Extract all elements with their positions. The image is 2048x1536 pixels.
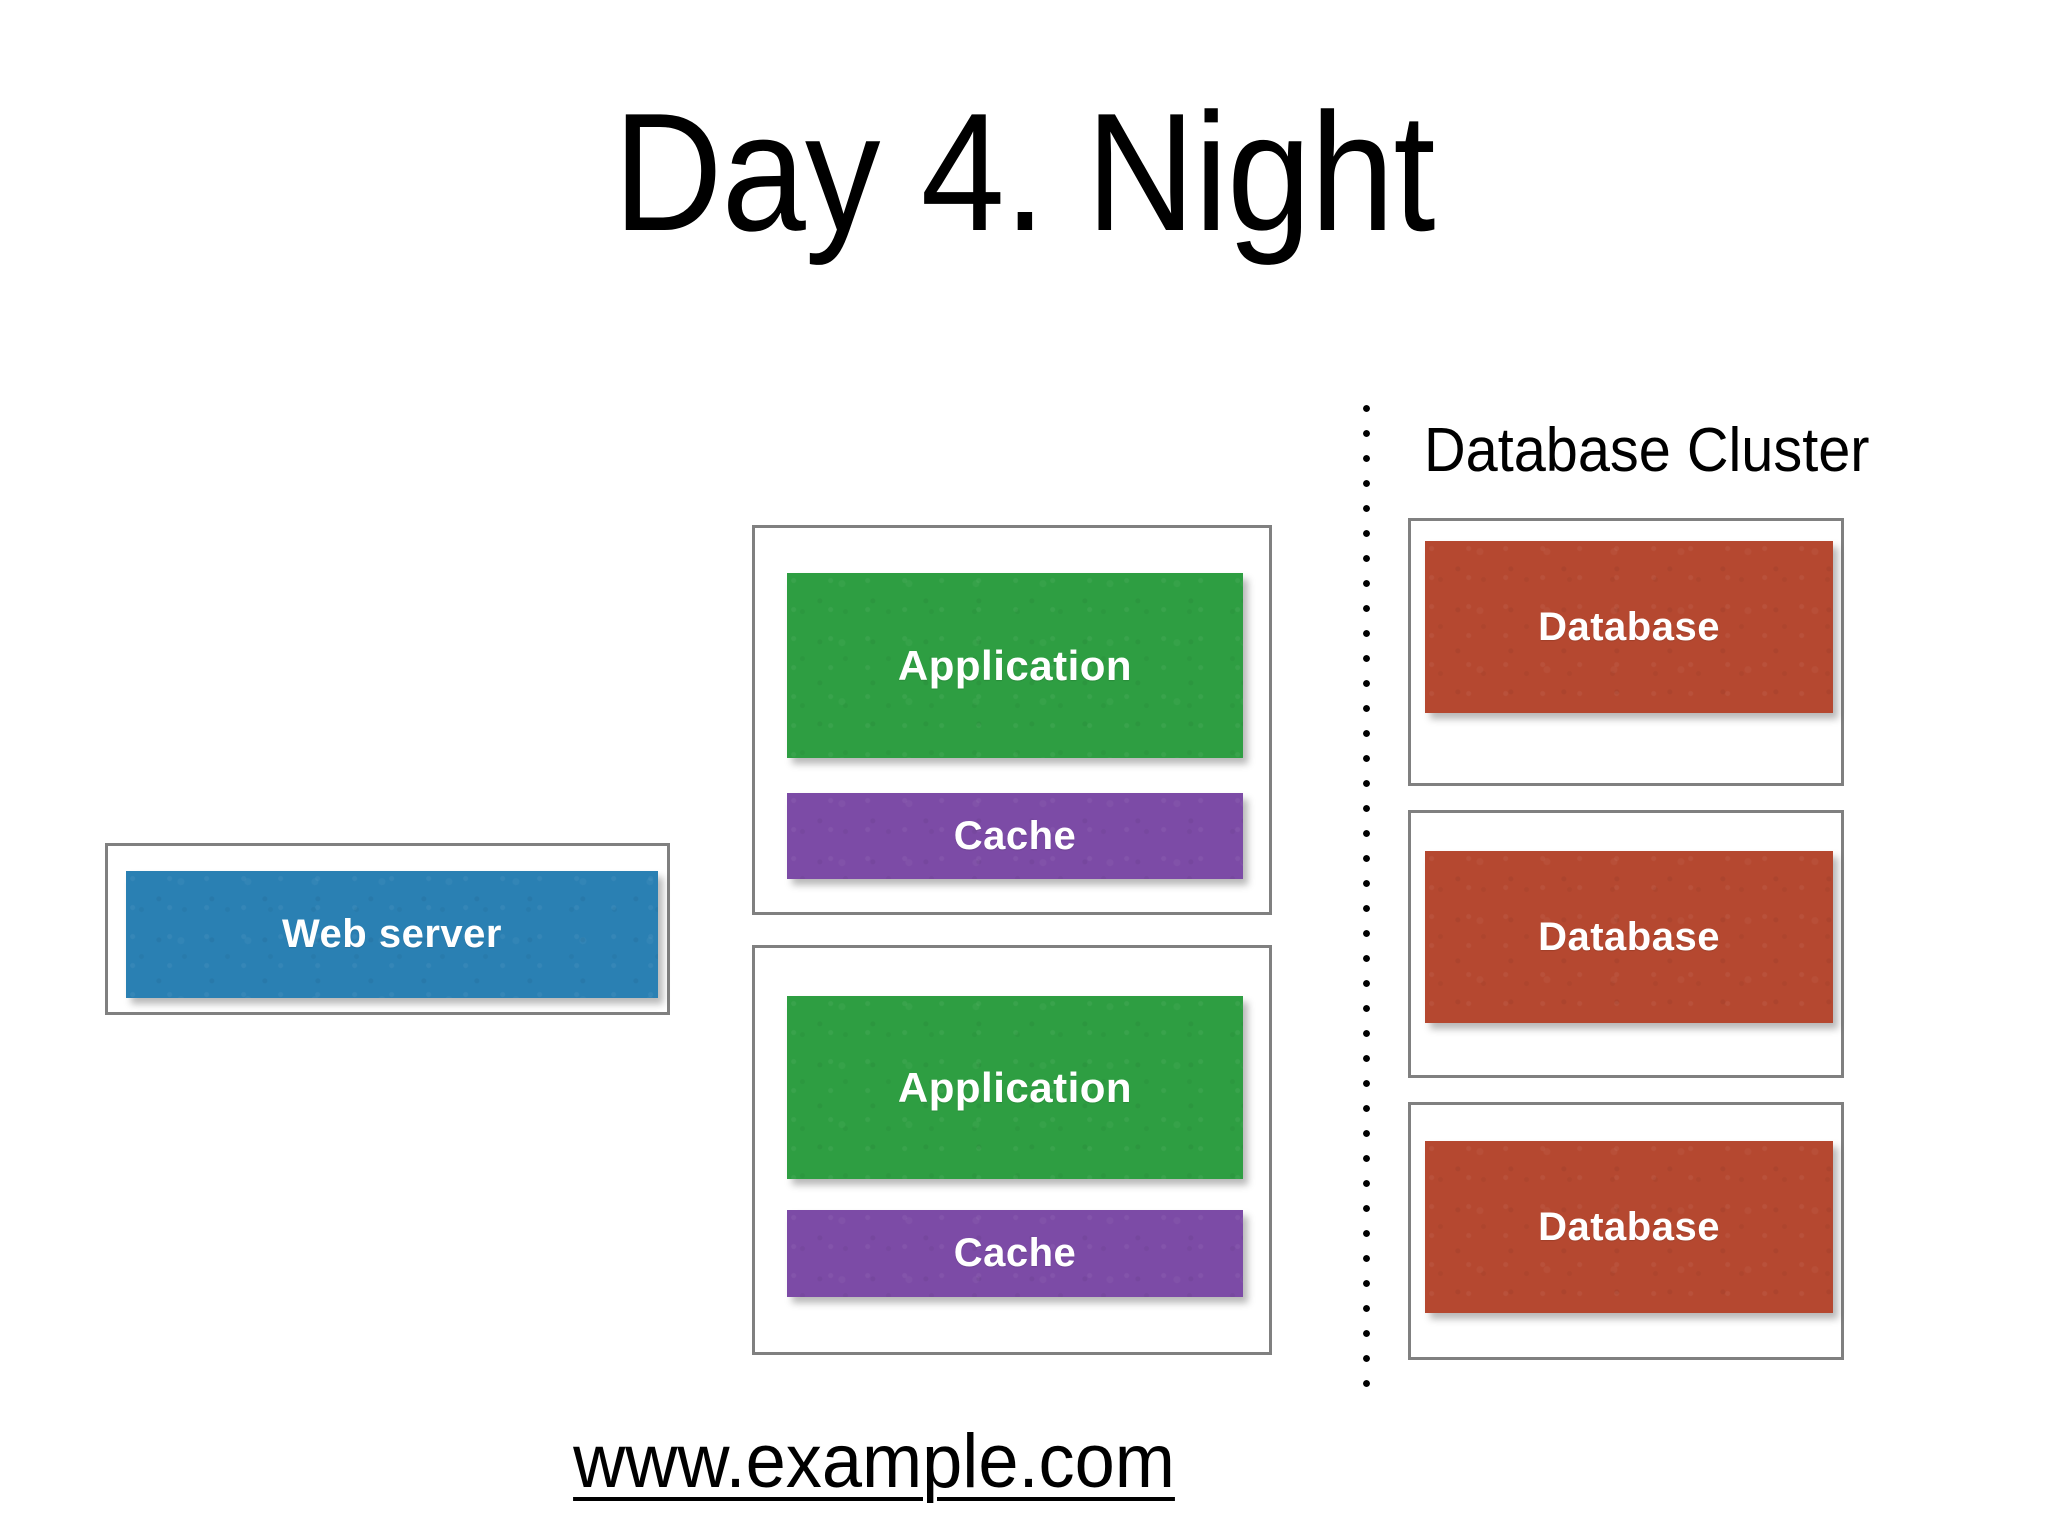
cache-block-2[interactable]: Cache — [787, 1210, 1243, 1297]
cluster-divider — [1362, 396, 1371, 1396]
cache-label-1: Cache — [953, 813, 1077, 858]
database-node-container-2: Database — [1408, 810, 1844, 1078]
database-label-3: Database — [1538, 1204, 1720, 1249]
application-block-1[interactable]: Application — [787, 573, 1243, 758]
web-server-label: Web server — [282, 912, 502, 956]
application-block-2[interactable]: Application — [787, 996, 1243, 1179]
database-node-container-3: Database — [1408, 1102, 1844, 1360]
application-label-1: Application — [897, 641, 1133, 689]
database-block-2[interactable]: Database — [1425, 851, 1833, 1023]
database-block-1[interactable]: Database — [1425, 541, 1833, 713]
site-url-link[interactable]: www.example.com — [573, 1419, 1175, 1504]
web-server-block[interactable]: Web server — [126, 871, 658, 998]
app-node-container-2: Application Cache — [752, 945, 1272, 1355]
cache-block-1[interactable]: Cache — [787, 793, 1243, 879]
cache-label-2: Cache — [953, 1231, 1077, 1275]
web-server-container: Web server — [105, 843, 670, 1015]
database-node-container-1: Database — [1408, 518, 1844, 786]
database-block-3[interactable]: Database — [1425, 1141, 1833, 1313]
page-title: Day 4. Night — [613, 78, 1435, 266]
app-node-container-1: Application Cache — [752, 525, 1272, 915]
database-label-2: Database — [1538, 914, 1720, 959]
database-label-1: Database — [1538, 604, 1720, 649]
application-label-2: Application — [897, 1063, 1133, 1111]
database-cluster-label: Database Cluster — [1424, 416, 1870, 485]
